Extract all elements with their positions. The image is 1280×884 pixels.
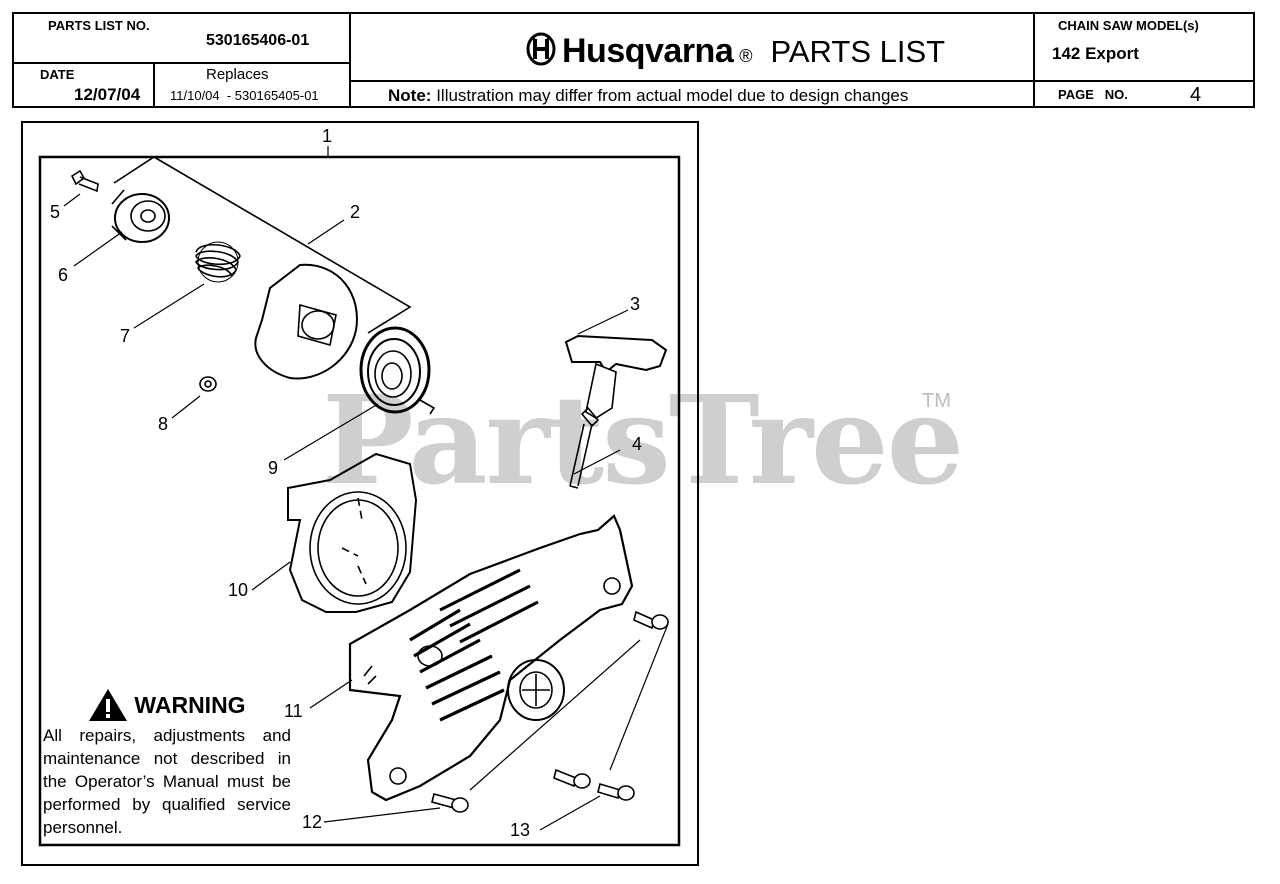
watermark-tm: TM [922, 390, 951, 412]
divider [349, 14, 351, 106]
page-number: 4 [1190, 84, 1202, 106]
warning-triangle-icon [88, 688, 128, 722]
divider [153, 62, 155, 106]
note-line: Note: Illustration may differ from actua… [388, 86, 908, 106]
replaces-value: 11/10/04 - 530165405-01 [170, 88, 319, 103]
warning-box: WARNING All repairs, adjustments and mai… [43, 688, 291, 839]
note-label: Note: [388, 86, 432, 105]
note-text: Illustration may differ from actual mode… [436, 86, 909, 105]
divider [14, 62, 351, 64]
page-label: PAGE NO. [1058, 87, 1128, 102]
date-label: DATE [40, 67, 75, 82]
divider [1033, 14, 1035, 106]
warning-heading: WARNING [43, 688, 291, 722]
husqvarna-logo-icon [526, 32, 556, 66]
parts-list-no: 530165406-01 [206, 32, 310, 49]
brand-title: Husqvarna ® PARTS LIST [526, 28, 945, 71]
header-table: PARTS LIST NO. 530165406-01 DATE 12/07/0… [12, 12, 1255, 108]
diagram-frame [21, 121, 699, 866]
divider [1033, 80, 1255, 82]
model-label: CHAIN SAW MODEL(s) [1058, 18, 1199, 33]
replaces-label: Replaces [206, 66, 269, 83]
brand-name: Husqvarna [562, 32, 734, 70]
divider [349, 80, 1035, 82]
model-value: 142 Export [1052, 44, 1139, 63]
warning-title: WARNING [134, 691, 246, 718]
parts-list-title: PARTS LIST [770, 34, 946, 69]
parts-list-no-label: PARTS LIST NO. [48, 18, 150, 33]
date-value: 12/07/04 [74, 85, 141, 104]
warning-text: All repairs, adjustments and maintenance… [43, 726, 291, 837]
registered-mark: ® [739, 46, 753, 66]
